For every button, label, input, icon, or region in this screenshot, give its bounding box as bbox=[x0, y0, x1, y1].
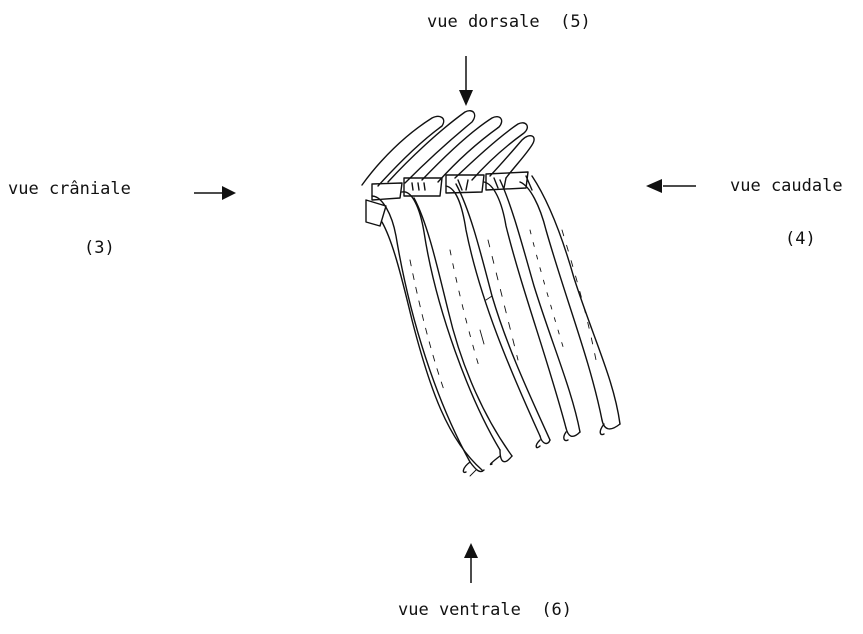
label-cranial-text: vue crâniale bbox=[8, 181, 131, 198]
arrow-caudal bbox=[646, 179, 696, 193]
label-caudal-num: (4) bbox=[785, 231, 816, 248]
label-dorsal: vue dorsale (5) bbox=[427, 14, 591, 31]
ribs-illustration bbox=[362, 111, 620, 476]
label-cranial-num: (3) bbox=[84, 240, 115, 257]
label-ventral-num: (6) bbox=[541, 600, 572, 620]
label-dorsal-text: vue dorsale bbox=[427, 12, 540, 32]
arrow-dorsal bbox=[459, 56, 473, 106]
label-dorsal-num: (5) bbox=[560, 12, 591, 32]
label-caudal-text: vue caudale bbox=[730, 178, 843, 195]
label-ventral: vue ventrale (6) bbox=[398, 602, 572, 619]
label-ventral-text: vue ventrale bbox=[398, 600, 521, 620]
arrow-ventral bbox=[464, 543, 478, 583]
arrow-cranial bbox=[194, 186, 236, 200]
rib-shafts bbox=[372, 176, 620, 472]
